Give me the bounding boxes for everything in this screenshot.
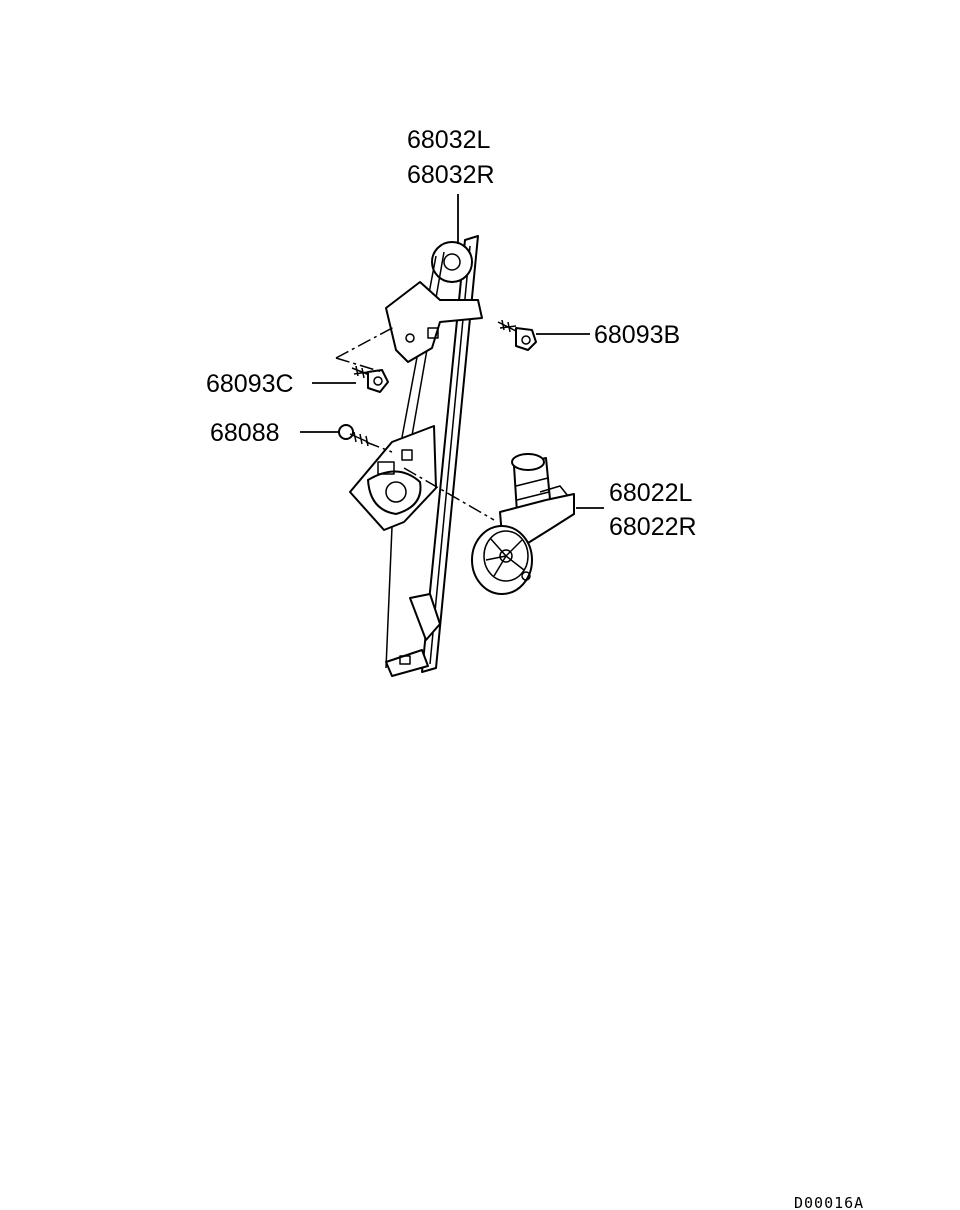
callout-68088: 68088 <box>210 419 280 447</box>
mounting-leader-dashed <box>335 325 397 359</box>
callout-68022r: 68022R <box>609 513 697 541</box>
callout-68093c: 68093C <box>206 370 294 398</box>
screw-68088-icon <box>338 424 369 447</box>
screw-leader-dashed <box>365 441 393 453</box>
callout-68032l: 68032L <box>407 126 491 154</box>
bolt-c-leader-dashed <box>335 357 383 373</box>
callout-68093b: 68093B <box>594 321 680 349</box>
bolt-68093c-icon <box>351 365 389 393</box>
callout-68032r: 68032R <box>407 161 495 189</box>
window-regulator-assembly <box>349 235 483 677</box>
callout-68022l: 68022L <box>609 479 693 507</box>
window-motor-icon <box>471 453 575 595</box>
motor-leader-dashed <box>403 467 495 521</box>
bolt-68093b-icon <box>497 319 537 351</box>
diagram-code: D00016A <box>794 1194 864 1210</box>
